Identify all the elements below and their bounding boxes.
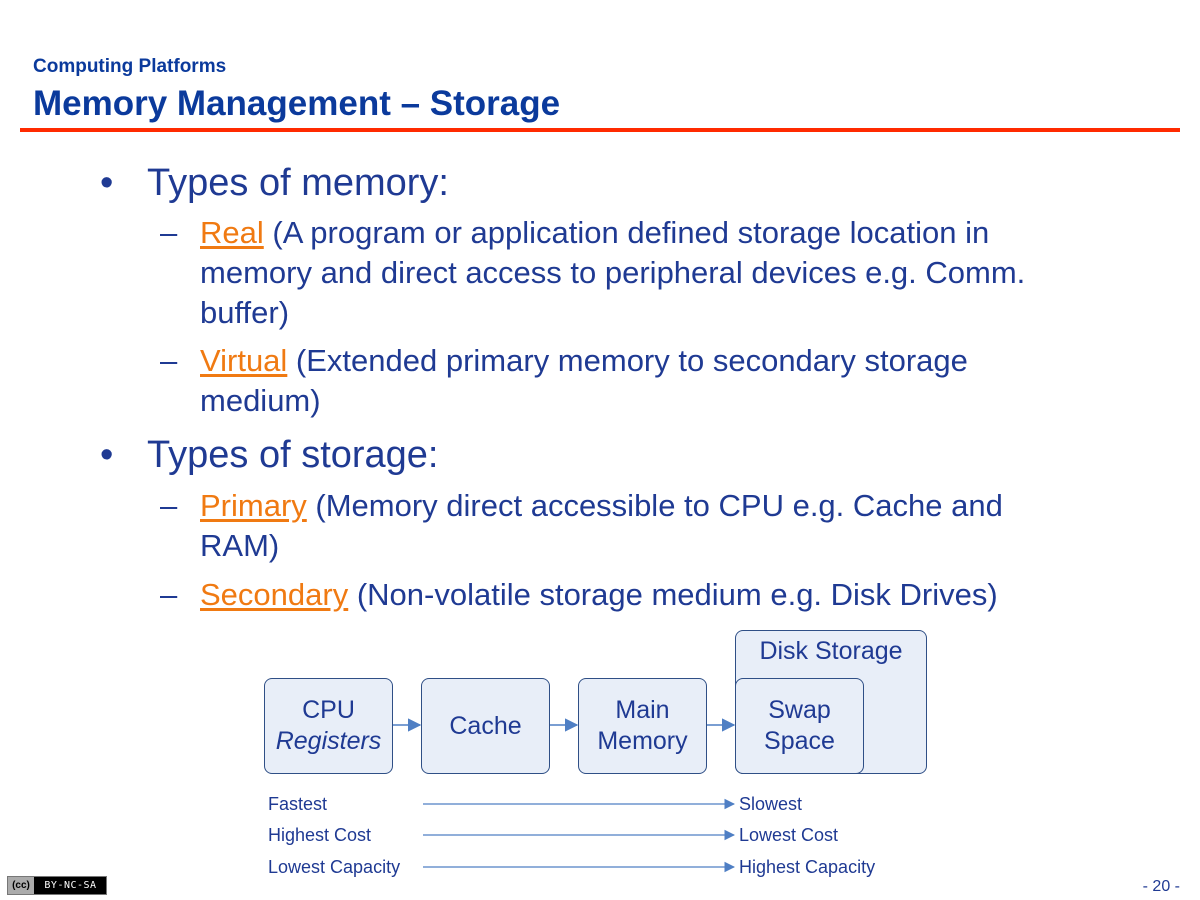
slide-title: Memory Management – Storage [33,84,561,123]
swap-space-box: Swap Space [735,678,864,774]
bullet-text: Types of memory: [147,162,449,204]
main-label: Main [615,696,670,724]
list-item-real: – Real (A program or application defined… [160,213,1100,333]
term-link-real[interactable]: Real [200,215,264,250]
license-text: BY-NC-SA [44,880,97,891]
term-link-primary[interactable]: Primary [200,488,307,523]
disk-storage-label: Disk Storage [759,637,903,665]
dash-icon: – [160,577,178,612]
cache-box: Cache [421,678,550,774]
scale-from-cost: Highest Cost [268,825,372,845]
term-link-secondary[interactable]: Secondary [200,577,349,612]
cache-label: Cache [449,711,522,740]
scale-to-capacity: Highest Capacity [739,857,876,877]
page-number: - 20 - [1142,878,1180,895]
swap-label: Swap [768,696,831,724]
memory-label: Memory [597,727,688,755]
bullet-text: Types of storage: [147,434,439,476]
bullet-storage-types: • Types of storage: [100,434,439,477]
term-description: (A program or application defined storag… [200,215,1026,330]
scale-to-cost: Lowest Cost [739,825,839,845]
term-description: (Non-volatile storage medium e.g. Disk D… [348,577,998,612]
list-item-primary: – Primary (Memory direct accessible to C… [160,486,1090,566]
list-item-secondary: – Secondary (Non-volatile storage medium… [160,575,1100,615]
section-subtitle: Computing Platforms [33,56,227,77]
scale-from-capacity: Lowest Capacity [268,857,401,877]
scale-to-speed: Slowest [739,794,803,814]
scale-from-speed: Fastest [268,794,328,814]
list-item-virtual: – Virtual (Extended primary memory to se… [160,341,1060,421]
bullet-icon: • [100,162,114,204]
space-label: Space [764,727,835,755]
cpu-label: CPU [302,696,355,724]
creative-commons-icon: (cc) [8,877,35,894]
term-link-virtual[interactable]: Virtual [200,343,288,378]
dash-icon: – [160,488,178,523]
dash-icon: – [160,343,178,378]
license-badge[interactable]: (cc) BY-NC-SA [7,876,107,895]
title-divider [20,128,1180,132]
bullet-icon: • [100,434,114,476]
cpu-registers-box: CPU Registers [264,678,393,774]
bullet-memory-types: • Types of memory: [100,162,449,205]
term-description: (Extended primary memory to secondary st… [200,343,968,418]
term-description: (Memory direct accessible to CPU e.g. Ca… [200,488,1003,563]
registers-label: Registers [275,727,382,755]
dash-icon: – [160,215,178,250]
main-memory-box: Main Memory [578,678,707,774]
